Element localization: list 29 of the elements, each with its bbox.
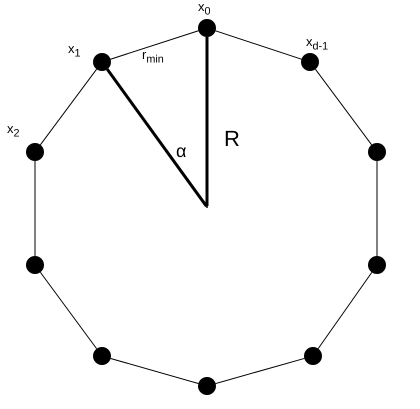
connector-line [314,68,372,146]
vertex-dot [301,53,319,71]
vertex-dot [304,347,322,365]
vertex-label: x$_{2}$ [7,122,20,141]
vertex-dot [93,53,111,71]
edge-label: r$_{min}$ [142,48,164,66]
connector-line [206,37,208,206]
edge-label: R [224,127,240,152]
vertex-dot [368,143,386,161]
connector-line [215,30,302,60]
connector-line [110,358,199,384]
connector-line [106,68,208,208]
vertex-dot [198,377,216,395]
connector-line [110,30,199,60]
connector-line [318,272,372,350]
connector-line [40,68,98,146]
connector-line [40,272,98,350]
connector-line [376,160,378,256]
vertex-label: x$_{1}$ [68,42,81,61]
connector-line [215,358,305,384]
vertex-dot [198,19,216,37]
vertex-dot [26,256,44,274]
vertex-label: x$_{0}$ [198,0,211,19]
vertex-dot [93,347,111,365]
connector-line [34,160,36,256]
vertex-label: x$_{d-1}$ [306,35,328,54]
vertex-dot [26,143,44,161]
angle-label: α [176,142,186,162]
vertex-dot [368,256,386,274]
